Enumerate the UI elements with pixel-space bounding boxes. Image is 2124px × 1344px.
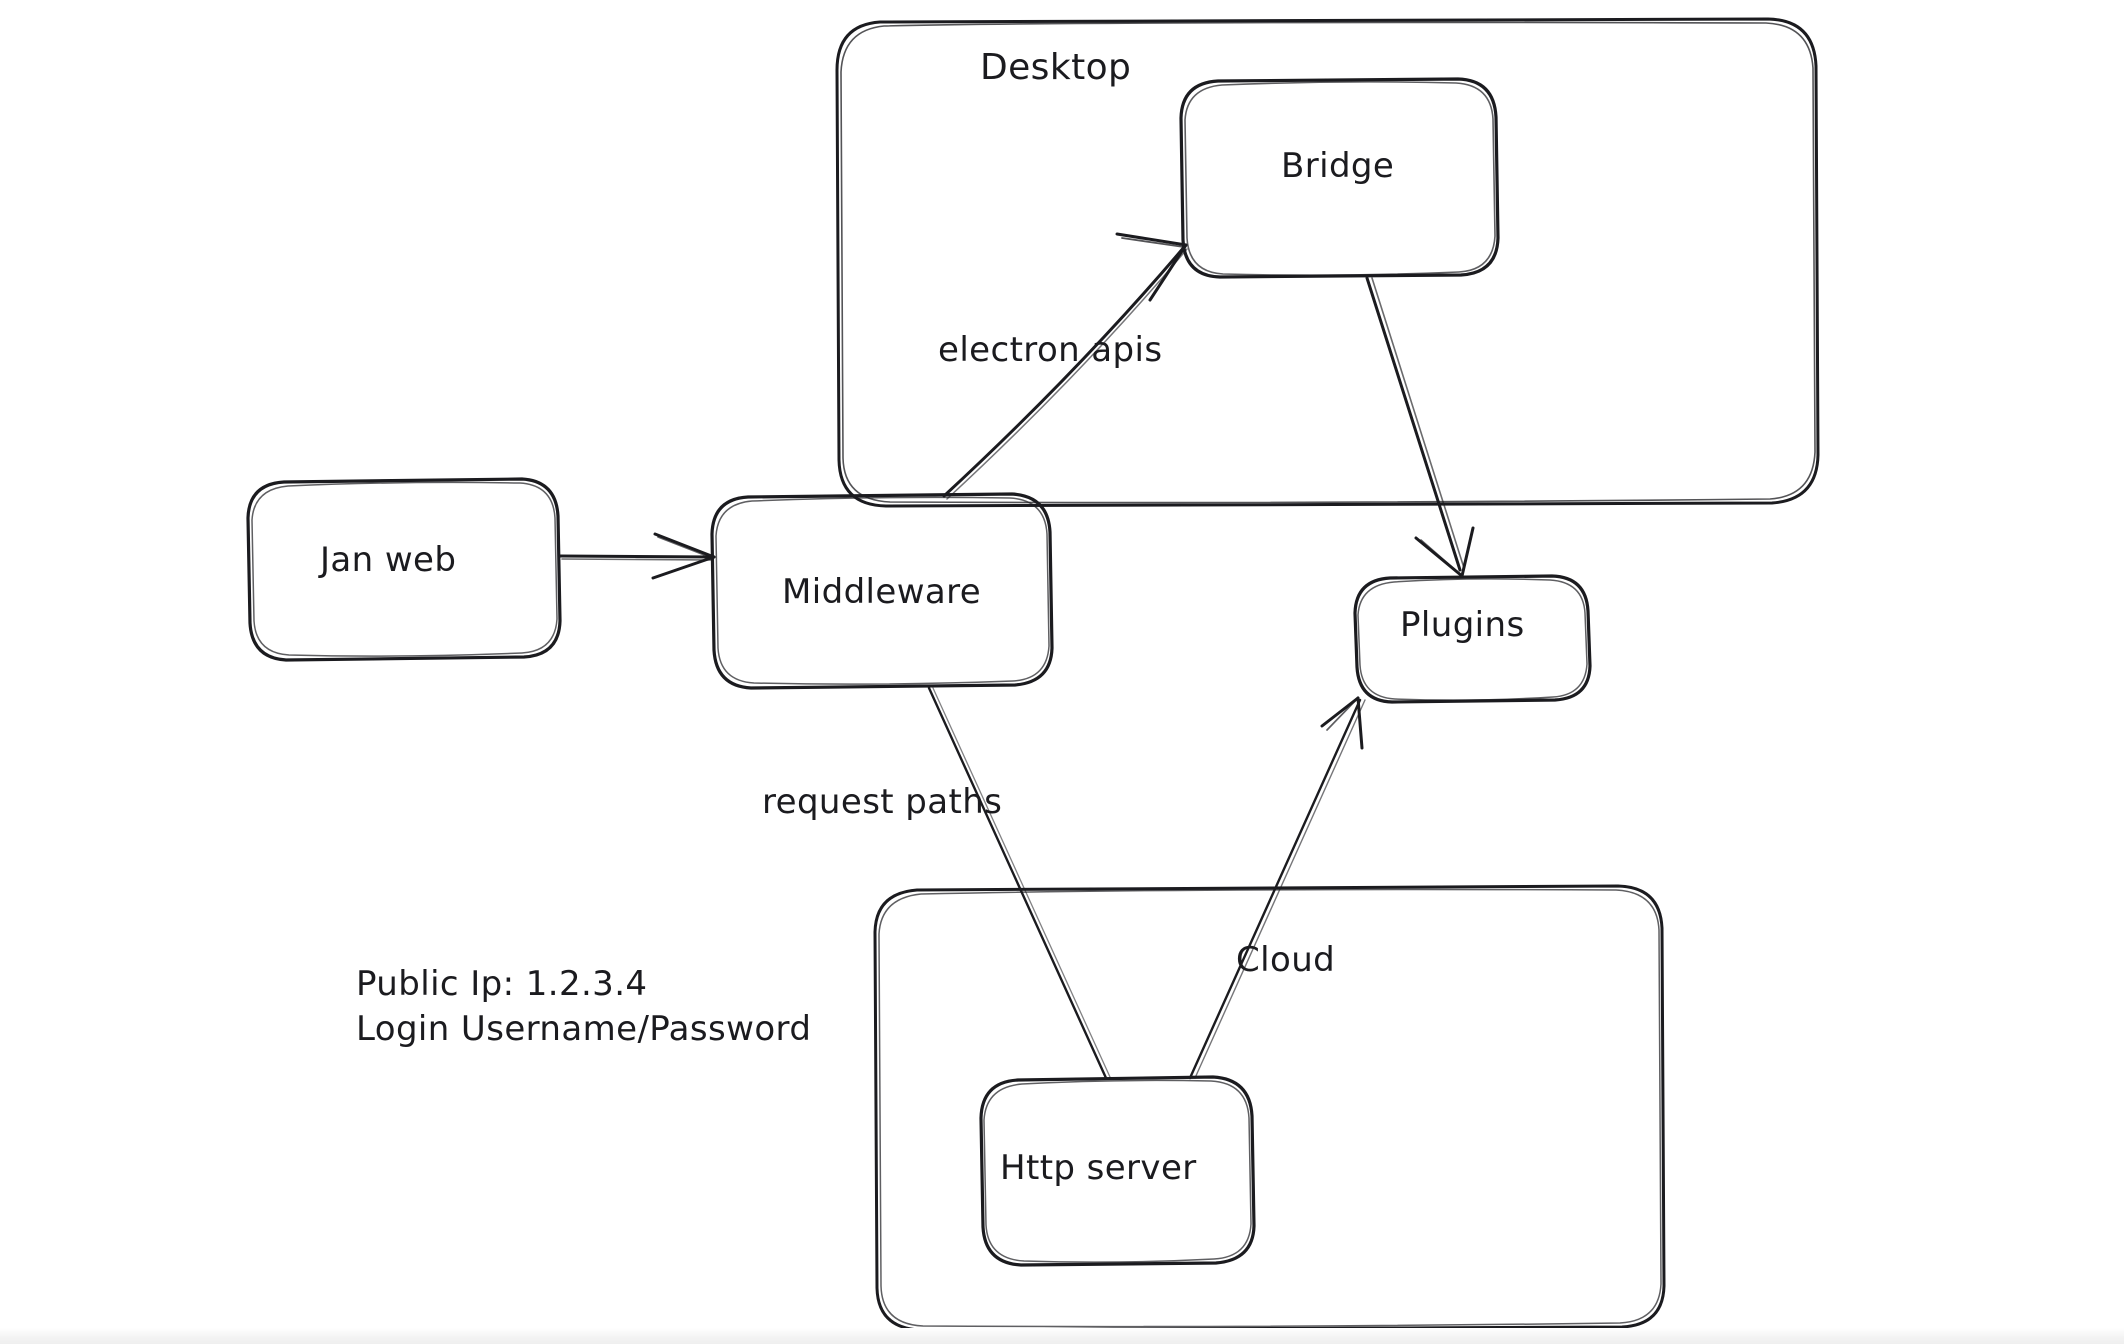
- node-middleware-shape: [710, 492, 1054, 690]
- note-login: Login Username/Password: [356, 1008, 812, 1049]
- edge-httpserver-to-plugins: [1188, 696, 1366, 1080]
- bottom-edge-fade: [0, 1328, 2124, 1344]
- edge-middleware-to-httpserver: [927, 686, 1111, 1080]
- container-desktop-shape: [835, 17, 1820, 508]
- edge-label-cloud: Cloud: [1236, 940, 1336, 980]
- edge-middleware-to-bridge: [942, 232, 1188, 500]
- container-label-desktop: Desktop: [980, 47, 1132, 88]
- node-plugins-shape: [1353, 574, 1592, 704]
- node-label-http-server: Http server: [1000, 1148, 1197, 1188]
- edge-label-request-paths: request paths: [762, 782, 1003, 822]
- edge-janweb-to-middleware: [558, 532, 716, 580]
- node-jan-web-shape: [246, 477, 562, 662]
- node-label-middleware: Middleware: [782, 572, 982, 612]
- node-bridge-shape: [1179, 77, 1500, 279]
- node-http-server-shape: [979, 1075, 1256, 1267]
- note-public-ip: Public Ip: 1.2.3.4: [356, 964, 648, 1004]
- edge-label-electron-apis: electron apis: [938, 330, 1163, 370]
- node-label-plugins: Plugins: [1400, 605, 1525, 645]
- node-label-bridge: Bridge: [1281, 146, 1395, 186]
- node-label-jan-web: Jan web: [320, 540, 457, 580]
- edge-bridge-to-plugins: [1365, 276, 1475, 578]
- container-cloud-shape: [873, 884, 1666, 1332]
- note-block: Public Ip: 1.2.3.4 Login Username/Passwo…: [356, 962, 811, 1052]
